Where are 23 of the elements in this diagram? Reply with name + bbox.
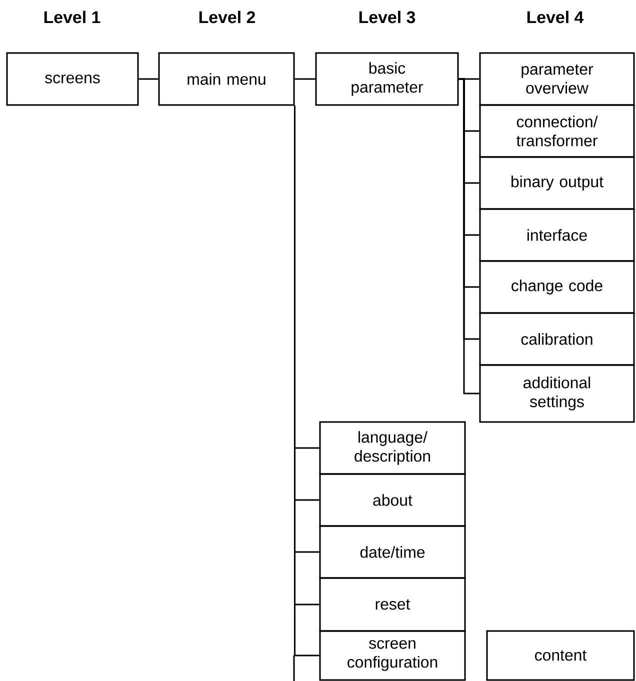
column-heading: Level 4 — [527, 10, 584, 24]
menu-box: main menu — [158, 52, 295, 106]
menu-box: screen configuration — [319, 630, 466, 681]
column-heading: Level 3 — [359, 10, 416, 24]
menu-box: calibration — [479, 312, 635, 366]
connector-line — [294, 78, 316, 80]
menu-box: date/time — [319, 525, 466, 579]
column-heading: Level 2 — [199, 10, 256, 24]
menu-box: basic parameter — [315, 52, 459, 106]
connector-line — [138, 78, 158, 80]
menu-box: about — [319, 473, 466, 527]
menu-box: binary output — [479, 156, 635, 210]
menu-box: change code — [479, 260, 635, 314]
menu-box: screens — [6, 52, 139, 106]
menu-box: content — [486, 630, 635, 681]
menu-box: parameter overview — [479, 52, 635, 106]
menu-box: connection/transformer — [479, 104, 635, 158]
menu-box: additional settings — [479, 364, 635, 423]
menu-box: interface — [479, 208, 635, 262]
menu-box: language/description — [319, 421, 466, 475]
column-heading: Level 1 — [44, 10, 100, 24]
menu-box: reset — [319, 577, 466, 632]
connector-line — [458, 78, 480, 394]
